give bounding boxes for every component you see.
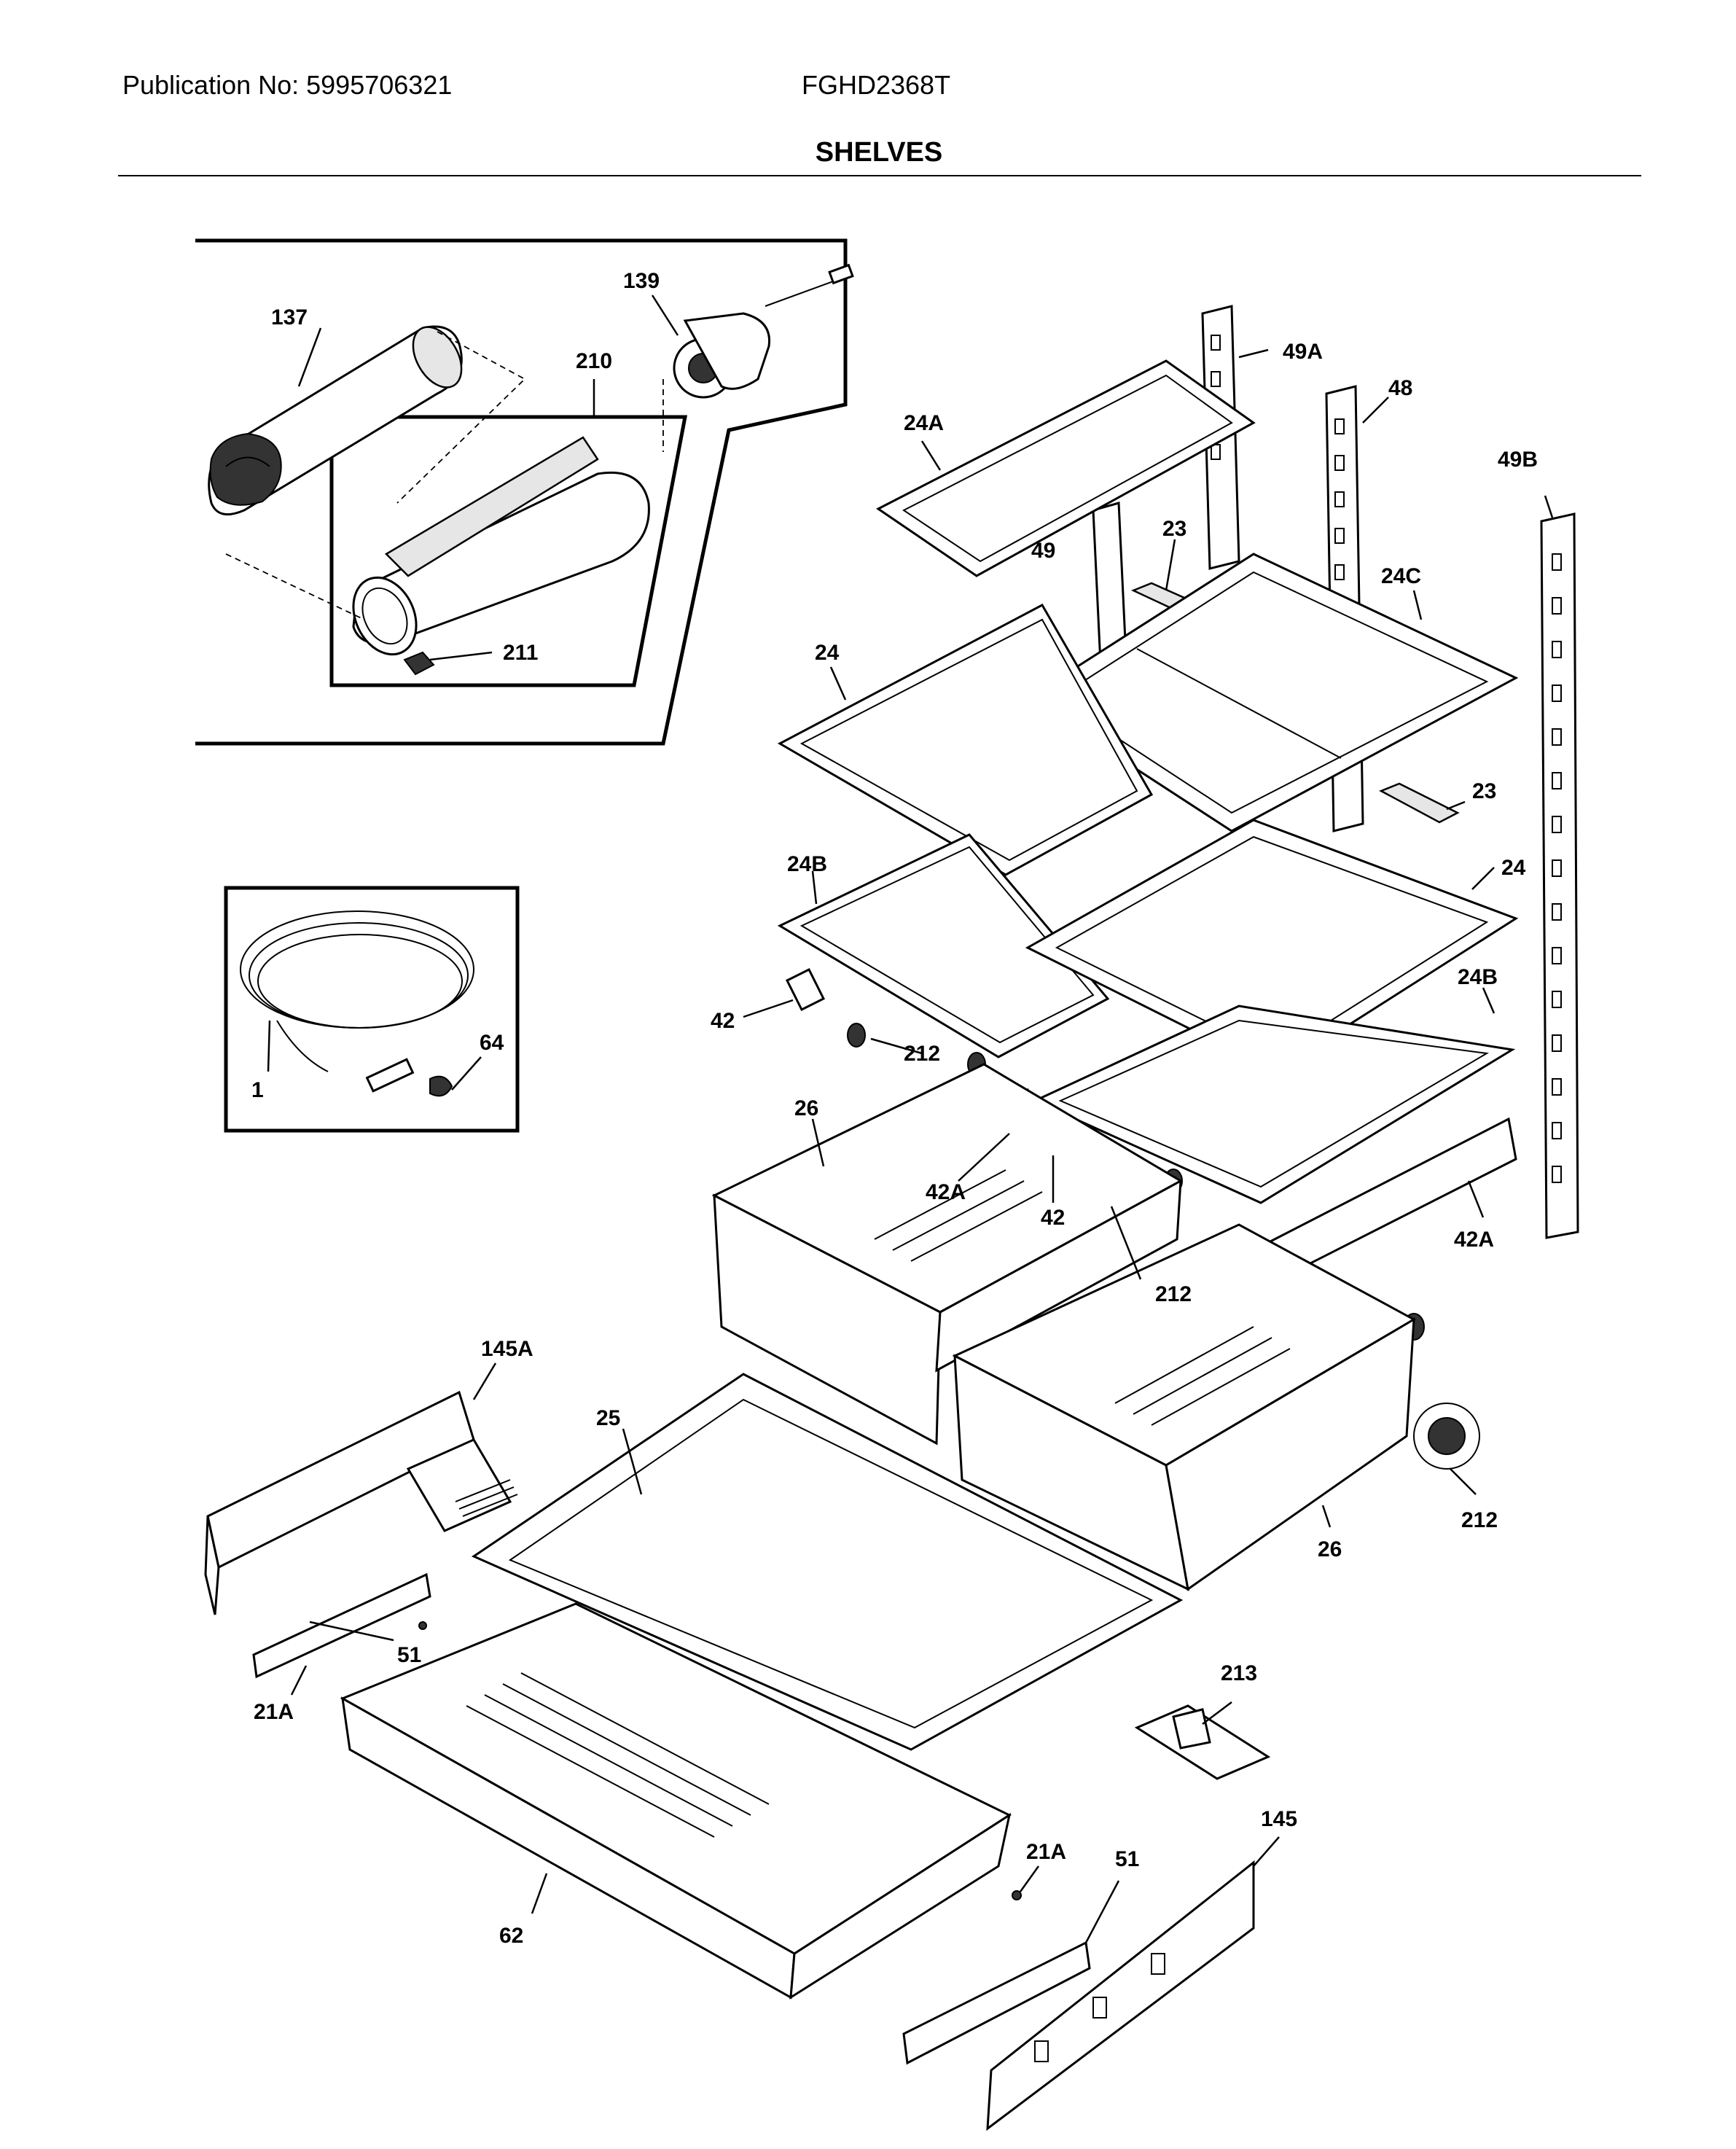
callout-64: 64 (480, 1031, 504, 1055)
callout-212-lower: 212 (1461, 1508, 1498, 1532)
water-filter-inset (195, 238, 854, 746)
leader-lines (267, 295, 1554, 1943)
part-137-filter-cartridge (208, 325, 463, 516)
pantry-slide-51-left (252, 1572, 431, 1679)
callout-145: 145 (1261, 1807, 1297, 1831)
callout-42-right: 42 (1041, 1206, 1065, 1230)
callout-139: 139 (623, 269, 660, 293)
callout-210: 210 (576, 349, 612, 373)
callout-26-right: 26 (1318, 1537, 1342, 1561)
callout-137: 137 (271, 305, 308, 329)
callout-24B-left: 24B (787, 852, 827, 876)
shelf-24B-left (777, 833, 1110, 1058)
callout-211: 211 (503, 641, 538, 665)
part-1-water-tubing (240, 910, 474, 1072)
rail-49B (1540, 512, 1579, 1239)
callout-212-upper: 212 (904, 1042, 940, 1066)
callout-42A-left: 42A (926, 1180, 966, 1204)
callout-51-right: 51 (1115, 1847, 1139, 1871)
callout-49A: 49A (1283, 340, 1323, 364)
model-number: FGHD2368T (802, 70, 951, 100)
screw-21A-left (418, 1621, 427, 1630)
callout-51-left: 51 (397, 1643, 421, 1667)
callout-48: 48 (1388, 376, 1412, 400)
screw-21A-right (1012, 1890, 1022, 1900)
callout-42A-right: 42A (1454, 1228, 1494, 1252)
callout-21A-right: 21A (1026, 1840, 1066, 1864)
callout-23-upper: 23 (1162, 517, 1186, 541)
header-divider (118, 175, 1641, 176)
callout-49: 49 (1031, 539, 1055, 563)
shelf-24A (876, 359, 1256, 577)
filler-23-lower (1379, 782, 1460, 824)
callout-24-left: 24 (815, 641, 840, 665)
pantry-slide-51-right (902, 1941, 1091, 2065)
callout-24A: 24A (904, 411, 944, 435)
callout-24-right: 24 (1501, 856, 1526, 880)
callout-26-left: 26 (794, 1096, 818, 1120)
slide-42-left (785, 967, 826, 1012)
callout-24B-right: 24B (1458, 965, 1498, 989)
part-64-fitting (365, 1058, 453, 1097)
shelf-24C (1025, 553, 1519, 832)
callout-24C: 24C (1381, 564, 1421, 588)
callout-1: 1 (251, 1078, 264, 1102)
callout-42-left: 42 (711, 1009, 735, 1033)
pantry-shelf-25 (471, 1373, 1184, 1751)
callout-23-lower: 23 (1472, 779, 1496, 803)
damper-213 (1134, 1704, 1271, 1780)
part-211-clip (403, 651, 435, 676)
callout-213: 213 (1221, 1661, 1257, 1685)
shelf-24-right (1025, 819, 1519, 1073)
part-139-filter-head (673, 263, 854, 399)
part-210-filter-housing (352, 436, 650, 656)
callout-25: 25 (596, 1406, 620, 1430)
crisper-drawer-26-right (952, 1223, 1417, 1591)
callout-145A: 145A (481, 1337, 533, 1361)
shelf-24B-right (1032, 1005, 1516, 1204)
callout-212-middle: 212 (1155, 1282, 1192, 1306)
shelf-24-left (777, 603, 1154, 876)
pantry-cover-145A (204, 1390, 518, 1615)
page-title: SHELVES (815, 137, 943, 168)
pantry-drawer-62 (340, 1602, 1012, 2000)
pantry-cover-145 (986, 1860, 1255, 2132)
water-line-inset (224, 886, 520, 1133)
callout-49B: 49B (1498, 448, 1538, 472)
callout-21A-left: 21A (254, 1700, 294, 1724)
publication-number: Publication No: 5995706321 (122, 70, 453, 100)
callout-62: 62 (499, 1924, 523, 1948)
